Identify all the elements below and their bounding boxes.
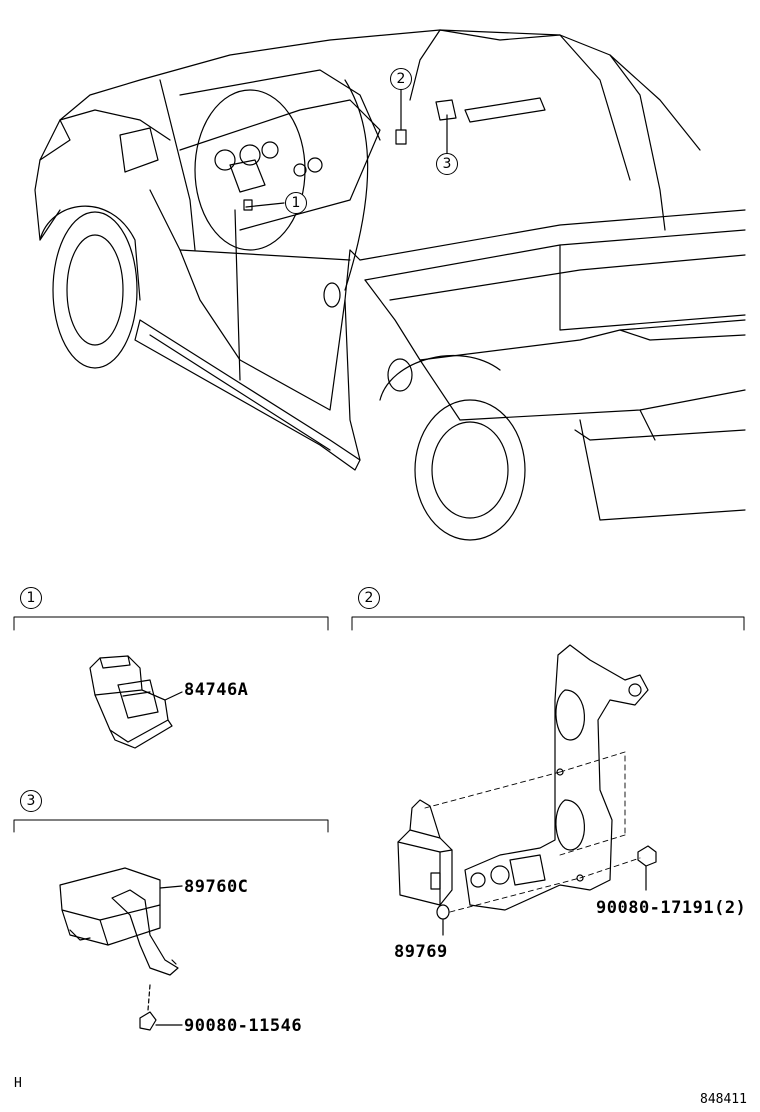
- callout-2-truck: 2: [390, 68, 412, 90]
- part-89769-drawing: [397, 644, 657, 936]
- part-label-89760C: 89760C: [184, 877, 249, 897]
- part-label-90080-17191: 90080-17191(2): [596, 898, 747, 918]
- part-label-89769: 89769: [394, 942, 448, 962]
- part-89760C-drawing: [59, 867, 183, 1031]
- footer-left-code: H: [14, 1076, 22, 1091]
- callout-1-truck: 1: [285, 192, 307, 214]
- part-label-84746A: 84746A: [184, 680, 249, 700]
- section-callout-1: 1: [20, 587, 42, 609]
- section-callout-3: 3: [20, 790, 42, 812]
- drawing-id: 848411: [700, 1092, 747, 1107]
- truck-illustration: [34, 29, 746, 541]
- section-callout-2: 2: [358, 587, 380, 609]
- callout-3-truck: 3: [436, 153, 458, 175]
- part-84746A-drawing: [89, 655, 183, 749]
- section-brackets: [13, 616, 745, 833]
- part-label-90080-11546: 90080-11546: [184, 1016, 303, 1036]
